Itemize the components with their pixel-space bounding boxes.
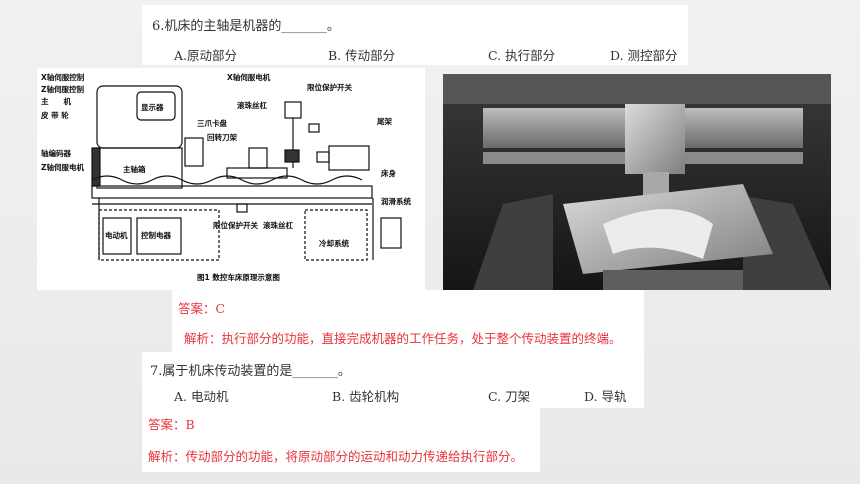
label-ball-screw-top: 滚珠丝杠 [237,100,267,110]
question-6-stem: 6.机床的主轴是机器的_______。 [152,19,340,34]
label-z-servo-control: Z轴伺服控制 [41,84,84,94]
label-belt-pulley: 皮 带 轮 [40,110,69,120]
q6-option-a: A.原动部分 [174,48,238,63]
machining-image [443,74,831,290]
label-bed: 床身 [381,168,396,178]
label-tailstock: 尾架 [376,116,392,126]
question-7-card: 7.属于机床传动装置的是_______。 A. 电动机 B. 齿轮机构 C. 刀… [142,352,644,408]
lathe-schematic: X轴伺服控制 Z轴伺服控制 主 机 皮 带 轮 轴编码器 Z轴伺服电机 X轴伺服… [40,72,411,282]
cnc-machining-photo [443,74,831,290]
q6-option-d: D. 测控部分 [610,48,678,63]
label-tool-post: 回转刀架 [207,132,237,142]
q6-option-c: C. 执行部分 [488,48,556,63]
q7-answer: 答案：B [148,417,195,432]
label-chuck: 三爪卡盘 [197,118,227,128]
label-encoder: 轴编码器 [41,148,71,158]
q7-option-c: C. 刀架 [488,389,531,404]
label-limit-switch-bottom: 限位保护开关 [213,220,258,230]
q7-option-b: B. 齿轮机构 [332,389,400,404]
label-lube: 润滑系统 [381,196,411,206]
q6-answer: 答案：C [178,301,226,316]
cnc-lathe-diagram: X轴伺服控制 Z轴伺服控制 主 机 皮 带 轮 轴编码器 Z轴伺服电机 X轴伺服… [37,68,425,290]
question-6-card: 6.机床的主轴是机器的_______。 A.原动部分 B. 传动部分 C. 执行… [142,5,688,65]
label-x-servo-motor: X轴伺服电机 [227,72,271,82]
q7-option-d: D. 导轨 [584,389,627,404]
q7-option-a: A. 电动机 [174,389,229,404]
label-z-servo-motor: Z轴伺服电机 [41,162,84,172]
question-7-answer-card: 答案：B 解析：传动部分的功能，将原动部分的运动和动力传递给执行部分。 [142,408,540,472]
q7-analysis: 解析：传动部分的功能，将原动部分的运动和动力传递给执行部分。 [148,449,524,464]
label-control-electrics: 控制电器 [141,230,171,240]
label-electric-motor: 电动机 [105,230,128,240]
label-ball-screw-bottom: 滚珠丝杠 [263,220,293,230]
label-limit-switch-top: 限位保护开关 [307,82,352,92]
label-x-servo-control: X轴伺服控制 [41,72,85,82]
question-6-answer-card: 答案：C 解析：执行部分的功能，直接完成机器的工作任务，处于整个传动装置的终端。 [172,290,644,352]
label-cooling-system: 冷却系统 [319,238,349,248]
diagram-caption: 图1 数控车床原理示意图 [197,272,280,282]
label-main-machine: 主 机 [41,96,71,106]
label-spindle-box: 主轴箱 [123,164,146,174]
label-display: 显示器 [141,103,164,112]
q6-option-b: B. 传动部分 [328,48,396,63]
question-7-stem: 7.属于机床传动装置的是_______。 [150,364,351,379]
q6-analysis: 解析：执行部分的功能，直接完成机器的工作任务，处于整个传动装置的终端。 [184,331,622,346]
